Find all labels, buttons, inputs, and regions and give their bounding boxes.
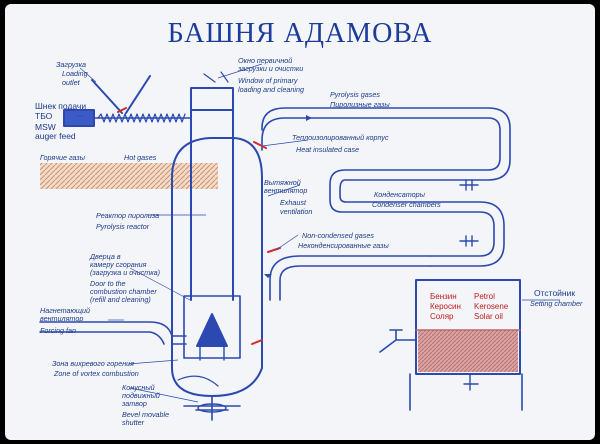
label-door-ru: Дверца в (90, 252, 121, 261)
auger-feed-box (63, 109, 95, 127)
label-msw: MSW (35, 122, 56, 132)
label-pyrolysis-gases-en: Pyrolysis gases (330, 90, 380, 99)
label-fuel-en-3: Solar oil (474, 312, 503, 321)
label-vortex-ru: Зона вихревого горения (52, 359, 134, 368)
label-reactor-ru: Реактор пиролиза (96, 211, 160, 220)
label-auger-en: auger feed (35, 131, 76, 141)
central-tube (190, 87, 234, 111)
combustion-chamber (183, 295, 241, 359)
label-condensers-en: Condenser chambers (372, 200, 441, 209)
label-window-en: Window of primary (238, 76, 298, 85)
label-shutter-ru3: затвор (122, 399, 147, 408)
label-window-ru: Окно первичной (238, 56, 293, 65)
label-window-en2: loading and cleaning (238, 85, 304, 94)
non-condensed-gas-line (269, 255, 431, 301)
label-fuel-ru-2: Керосин (430, 302, 461, 311)
label-settling-en: Setting chamber (530, 299, 583, 308)
hot-gases-band (40, 163, 218, 189)
label-pyrolysis-gases-ru: Пиролизные газы (330, 100, 390, 109)
arrow-hot-gases (264, 274, 272, 278)
label-door-en3: (refill and cleaning) (90, 295, 151, 304)
label-case-ru: Теплоизолированный корпус (292, 133, 389, 142)
label-vortex-en: Zone of vortex combustion (54, 369, 139, 378)
label-loading-en2: outlet (62, 78, 80, 87)
label-door-en: Door to the (90, 279, 126, 288)
bottom-valve (463, 373, 479, 391)
label-fuel-ru-1: Бензин (430, 292, 457, 301)
burner-cone (196, 313, 228, 347)
label-hot-gases-en: Hot gases (124, 153, 157, 162)
label-hot-gases-ru: Горячие газы (40, 153, 85, 162)
label-fuel-en-1: Petrol (474, 292, 495, 301)
label-exhaust-ru2: вентилятор (264, 186, 308, 195)
label-door-ru2: камеру сгорания (90, 260, 147, 269)
loading-funnel (91, 75, 151, 114)
label-fuel-ru-3: Соляр (430, 312, 454, 321)
outlet-pipe-left (379, 329, 417, 353)
label-fan-ru: Нагнетающий (40, 306, 91, 315)
label-reactor-en: Pyrolysis reactor (96, 222, 150, 231)
label-auger-ru: Шнек подачи (35, 101, 87, 111)
label-noncondensed-en: Non-condensed gases (302, 231, 374, 240)
label-fuel-en-2: Kerosene (474, 302, 509, 311)
label-fan-ru2: вентилятор (40, 314, 84, 323)
settling-chamber (415, 279, 521, 375)
red-valve-lower (251, 339, 263, 345)
red-valve-left (117, 107, 127, 113)
arrow-gas-flow (306, 115, 312, 121)
oil-level (418, 330, 518, 372)
label-loading-en: Loading (62, 69, 88, 78)
outlet-pipe-legs (409, 373, 523, 411)
auger-screw (97, 113, 186, 123)
label-exhaust-en: Exhaust (280, 198, 306, 207)
label-tbo: ТБО (35, 111, 53, 121)
condenser-valve-lower (459, 235, 479, 247)
bevel-shutter (183, 395, 241, 421)
label-fan-en: Forcing fan (40, 326, 76, 335)
red-valve-upper (253, 141, 267, 149)
label-noncondensed-ru: Неконденсированные газы (298, 241, 389, 250)
condenser-valve-upper (459, 179, 479, 191)
label-case-en: Heat insulated case (296, 145, 360, 154)
label-exhaust-ru: Вытяжной (264, 178, 301, 187)
label-exhaust-en2: ventilation (280, 207, 313, 216)
label-door-ru3: (загрузка и очистка) (90, 268, 161, 277)
reactor-case (171, 137, 263, 369)
label-door-en2: combustion chamber (90, 287, 157, 296)
label-shutter-ru2: подвижный (122, 391, 160, 400)
diagram-title: БАШНЯ АДАМОВА (167, 18, 433, 49)
forcing-fan-pipe (39, 321, 173, 345)
vortex-zone (171, 339, 263, 397)
label-loading-ru: Загрузка (56, 60, 87, 69)
label-shutter-en2: shutter (122, 418, 144, 427)
label-shutter-ru: Конусный (122, 383, 155, 392)
label-settling-ru: Отстойник (534, 288, 576, 298)
label-window-ru2: загрузки и очистки (238, 64, 304, 73)
label-shutter-en: Bevel movable (122, 410, 170, 419)
label-condensers-ru: Конденсаторы (374, 190, 425, 199)
